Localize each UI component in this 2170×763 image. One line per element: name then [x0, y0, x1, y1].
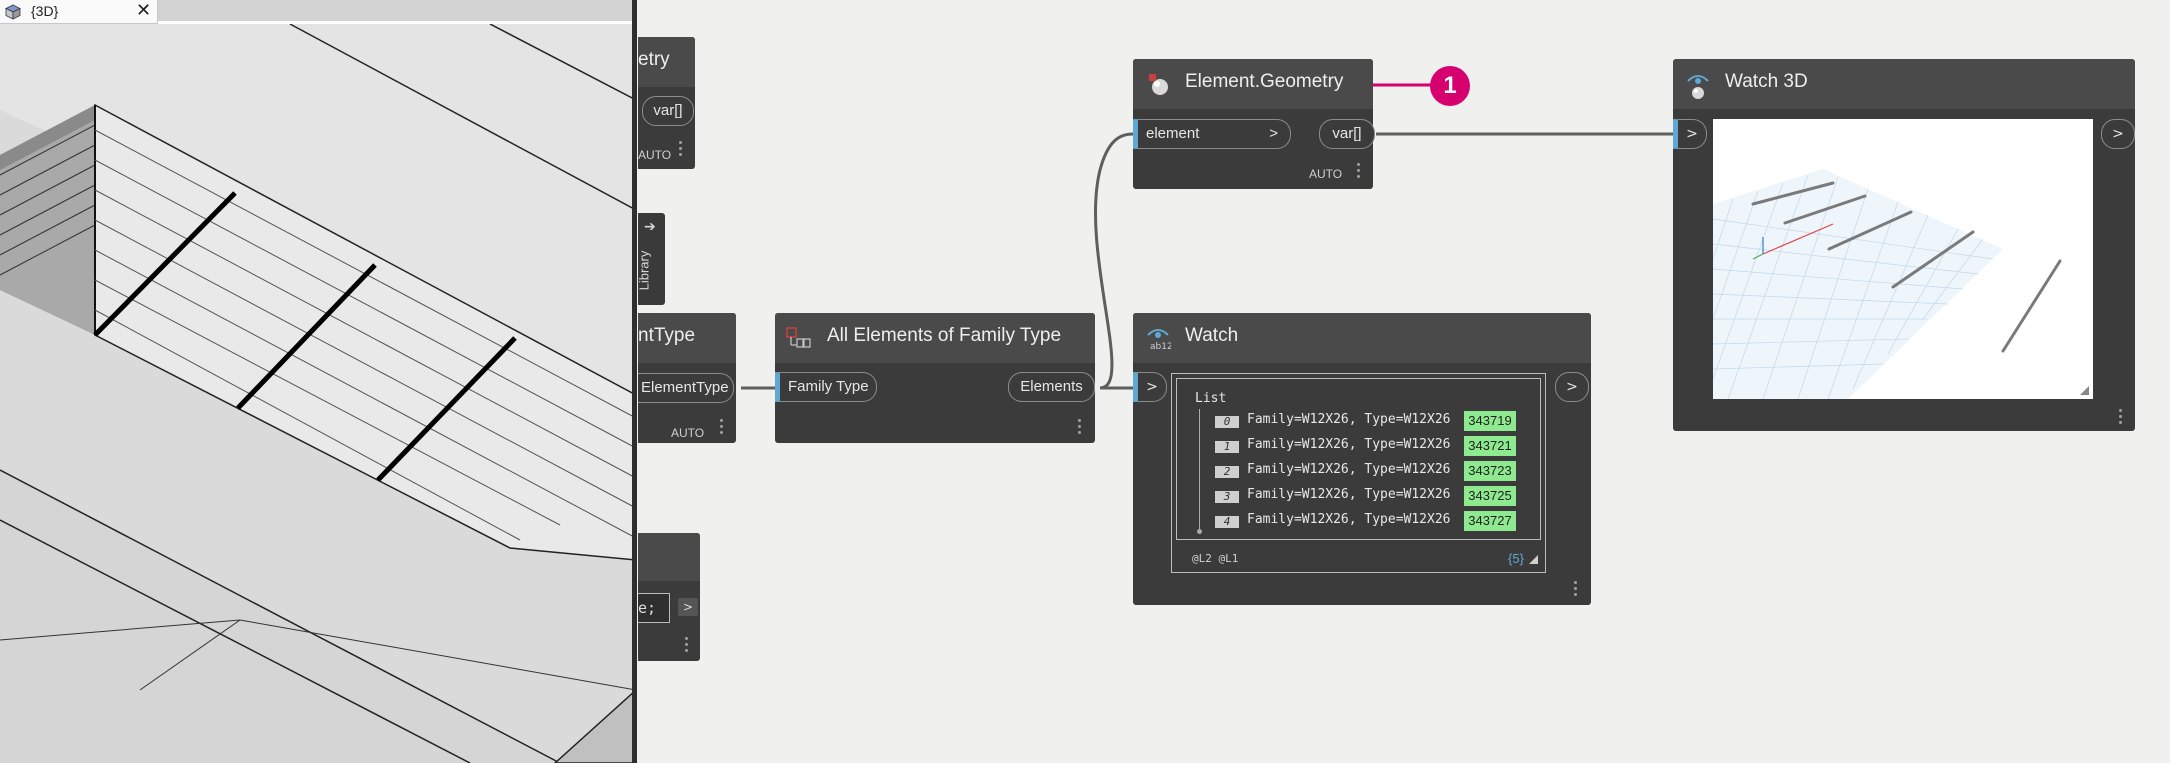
watch-node[interactable]: ab12 Watch > > List 0 Family=W12X26, Typ… — [1133, 313, 1591, 605]
all-elements-of-family-type-node[interactable]: All Elements of Family Type Family Type … — [775, 313, 1095, 443]
list-item-text: Family=W12X26, Type=W12X26 — [1247, 437, 1451, 452]
node-title: All Elements of Family Type — [827, 325, 1062, 346]
3d-preview-render — [1713, 169, 2062, 399]
view-tab-strip — [158, 0, 632, 24]
node-title: Watch 3D — [1725, 71, 1808, 92]
input-port-label: element — [1146, 125, 1200, 142]
close-icon[interactable]: ✕ — [136, 0, 152, 21]
output-port-watch3d[interactable]: > — [2101, 119, 2135, 149]
pane-divider[interactable] — [632, 0, 637, 763]
node-menu-icon[interactable] — [2119, 409, 2123, 427]
list-index: 4 — [1215, 516, 1239, 528]
family-type-elements-icon — [786, 327, 811, 348]
input-port-watch3d[interactable]: > — [1673, 119, 1707, 149]
node-title: etry — [638, 49, 670, 70]
list-index: 0 — [1215, 416, 1239, 428]
watch-icon: ab12 — [1147, 329, 1171, 351]
input-port-watch[interactable]: > — [1133, 372, 1167, 402]
port-arrow-icon: > — [1269, 125, 1278, 142]
node-title: ntType — [638, 325, 696, 346]
node-menu-icon[interactable] — [1078, 419, 1082, 437]
list-levels: @L2 @L1 — [1192, 552, 1239, 565]
element-geometry-node[interactable]: Element.Geometry element > var[] AUTO — [1133, 59, 1375, 189]
watch-output-panel[interactable]: List 0 Family=W12X26, Type=W12X26 343719… — [1171, 373, 1546, 573]
node-title: Element.Geometry — [1185, 71, 1344, 92]
node-menu-icon[interactable] — [1574, 581, 1578, 599]
wire-elements-geometry — [1094, 132, 1134, 390]
svg-text:ab12: ab12 — [1150, 342, 1171, 351]
library-tab[interactable]: ➔ Library — [636, 213, 665, 305]
list-index: 1 — [1215, 441, 1239, 453]
list-index: 3 — [1215, 491, 1239, 503]
callout-badge: 1 — [1430, 66, 1470, 106]
lacing-label[interactable]: AUTO — [638, 148, 672, 162]
node-menu-icon[interactable] — [685, 637, 689, 655]
node-menu-icon[interactable] — [1357, 163, 1361, 181]
partial-code-block-node[interactable]: e; > — [638, 533, 700, 661]
library-label: Library — [636, 250, 652, 291]
library-arrow-icon: ➔ — [644, 219, 656, 235]
geometry-sphere-icon — [1149, 74, 1168, 95]
3d-model-render — [0, 0, 636, 763]
list-item-text: Family=W12X26, Type=W12X26 — [1247, 412, 1451, 427]
element-id-link[interactable]: 343721 — [1464, 436, 1516, 456]
output-port-watch[interactable]: > — [1555, 372, 1589, 402]
output-port-elements[interactable]: Elements — [1008, 372, 1095, 402]
element-id-link[interactable]: 343725 — [1464, 486, 1516, 506]
element-id-link[interactable]: 343719 — [1464, 411, 1516, 431]
list-index: 2 — [1215, 466, 1239, 478]
output-port-elementtype[interactable]: ElementType — [638, 373, 734, 403]
view-tab-title: {3D} — [31, 3, 59, 19]
partial-geometry-node[interactable]: etry var[] AUTO — [638, 37, 695, 169]
revit-3d-view[interactable]: {3D} ✕ — [0, 0, 636, 763]
input-port-element[interactable]: element > — [1133, 119, 1291, 149]
watch-list-tree[interactable]: List 0 Family=W12X26, Type=W12X26 343719… — [1176, 378, 1541, 540]
3d-preview-viewport[interactable] — [1713, 119, 2093, 399]
resize-handle-icon[interactable] — [1529, 555, 1538, 564]
list-label: List — [1195, 391, 1227, 406]
input-port-family-type[interactable]: Family Type — [775, 372, 877, 402]
node-title: Watch — [1185, 325, 1239, 346]
element-id-link[interactable]: 343723 — [1464, 461, 1516, 481]
node-menu-icon[interactable] — [679, 141, 683, 159]
output-port-var[interactable]: var[] — [1319, 119, 1375, 149]
3d-view-cube-icon — [5, 4, 21, 20]
list-item-text: Family=W12X26, Type=W12X26 — [1247, 512, 1451, 527]
list-item-text: Family=W12X26, Type=W12X26 — [1247, 487, 1451, 502]
list-count: {5} — [1508, 551, 1524, 566]
tree-line — [1199, 409, 1200, 529]
code-input[interactable]: e; — [638, 593, 670, 623]
lacing-label[interactable]: AUTO — [1309, 167, 1343, 181]
list-item-text: Family=W12X26, Type=W12X26 — [1247, 462, 1451, 477]
lacing-label[interactable]: AUTO — [671, 426, 705, 440]
output-port-var[interactable]: var[] — [642, 96, 694, 126]
element-id-link[interactable]: 343727 — [1464, 511, 1516, 531]
output-port-code[interactable]: > — [678, 598, 698, 616]
node-menu-icon[interactable] — [720, 419, 724, 437]
watch-3d-node[interactable]: Watch 3D > > — [1673, 59, 2135, 431]
resize-handle-icon[interactable] — [2080, 386, 2089, 395]
partial-family-types-node[interactable]: ntType ElementType AUTO — [638, 313, 736, 443]
watch-3d-icon — [1687, 75, 1709, 99]
tree-end-dot — [1197, 529, 1202, 534]
view-tab[interactable]: {3D} ✕ — [0, 0, 158, 24]
